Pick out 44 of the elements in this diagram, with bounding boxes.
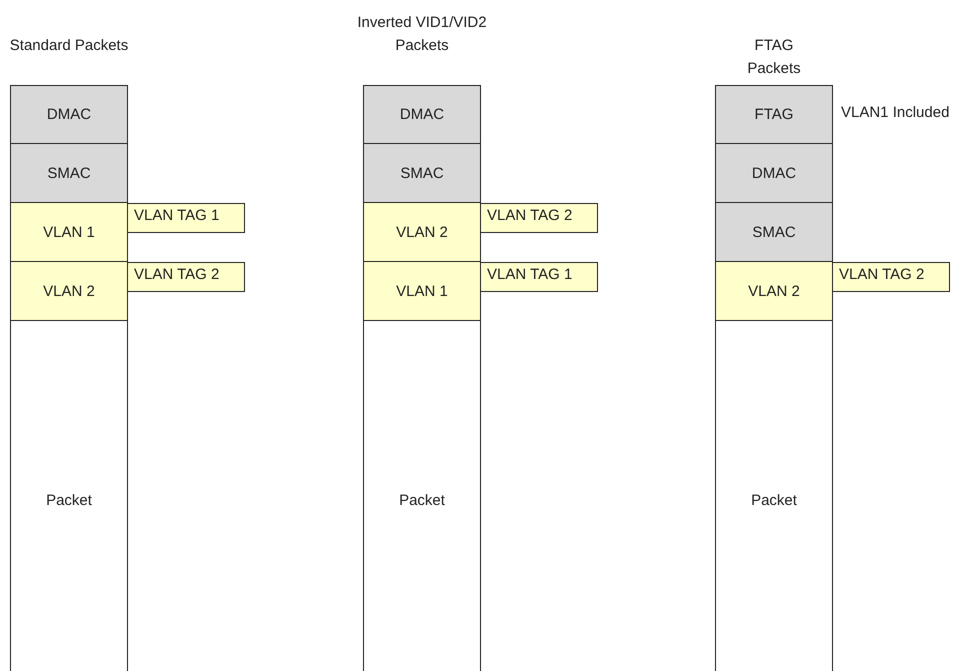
header-field-box <box>10 143 128 203</box>
field-label: VLAN 1 <box>396 282 448 300</box>
field-label: VLAN TAG 2 <box>134 266 220 283</box>
field-label: VLAN 2 <box>748 282 800 300</box>
vlan-field-box <box>715 261 833 321</box>
header-field-box <box>715 143 833 203</box>
field-label: DMAC <box>400 106 444 123</box>
tag-box <box>832 262 950 292</box>
field-label: SMAC <box>752 224 796 240</box>
field-label: DMAC <box>752 164 796 182</box>
tag-box <box>127 262 245 292</box>
field-label: VLAN 2 <box>43 282 95 300</box>
field-label: Packet <box>399 492 445 508</box>
field-label: SMAC <box>47 164 91 182</box>
vlan-field-box <box>363 261 481 321</box>
field-label: FTAG <box>754 106 794 123</box>
vlan-field-box <box>10 261 128 321</box>
field-label: Packet <box>751 492 797 508</box>
vlan-field-box <box>10 202 128 262</box>
tag-box <box>480 203 598 233</box>
field-label: VLAN 1 <box>43 224 95 240</box>
field-label: VLAN TAG 2 <box>839 266 924 283</box>
field-label: VLAN 2 <box>396 224 448 240</box>
column-heading: FTAG Packets <box>746 36 802 79</box>
field-label: DMAC <box>46 106 92 123</box>
field-label: VLAN TAG 1 <box>487 266 572 283</box>
packet-payload-box <box>363 320 481 671</box>
tag-box <box>480 262 598 292</box>
header-field-box <box>715 202 833 262</box>
field-label: SMAC <box>400 164 444 182</box>
field-label: VLAN TAG 2 <box>487 207 572 224</box>
header-field-box <box>715 85 833 144</box>
column-heading: Standard Packets <box>8 36 130 56</box>
field-label: VLAN TAG 1 <box>134 207 220 224</box>
note-text: VLAN1 Included <box>841 104 950 121</box>
header-field-box <box>363 85 481 144</box>
column-heading: Inverted VID1/VID2 Packets <box>356 13 488 56</box>
header-field-box <box>363 143 481 203</box>
header-field-box <box>10 85 128 144</box>
vlan-field-box <box>363 202 481 262</box>
packet-payload-box <box>10 320 128 671</box>
field-label: Packet <box>46 492 92 508</box>
tag-box <box>127 203 245 233</box>
packet-payload-box <box>715 320 833 671</box>
